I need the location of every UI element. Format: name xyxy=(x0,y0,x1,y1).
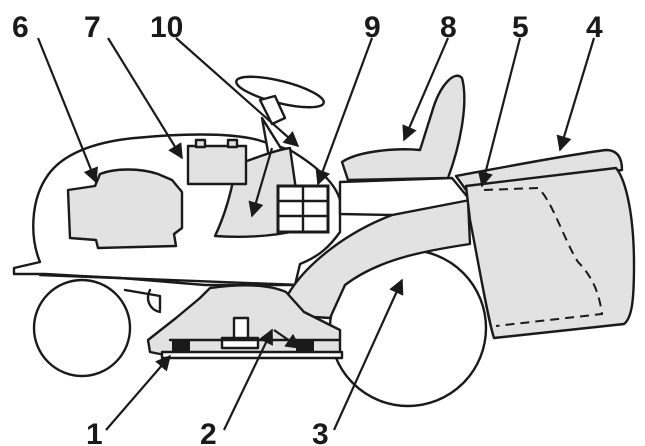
leader-3 xyxy=(332,278,404,431)
callout-2: 2 xyxy=(200,418,217,446)
leader-5 xyxy=(477,37,522,188)
callout-10: 10 xyxy=(150,11,183,44)
leader-10b xyxy=(248,147,274,218)
callout-4: 4 xyxy=(586,11,603,44)
leader-4 xyxy=(556,37,596,152)
leader-9 xyxy=(315,37,374,186)
deck-spindle xyxy=(232,316,250,342)
deck-blade-base xyxy=(220,336,260,350)
callout-1: 1 xyxy=(86,418,103,446)
frame xyxy=(38,273,302,314)
callout-9: 9 xyxy=(364,11,381,44)
leader-10 xyxy=(175,37,300,148)
battery-terminal-left xyxy=(194,138,207,149)
deck-plate xyxy=(160,350,344,360)
seat-base xyxy=(338,176,472,217)
battery xyxy=(186,144,248,186)
callout-5: 5 xyxy=(512,11,529,44)
grass-bag xyxy=(464,166,636,340)
bagger-top xyxy=(454,148,624,192)
callout-6: 6 xyxy=(12,11,29,44)
leader-1 xyxy=(105,354,172,431)
callout-8: 8 xyxy=(440,11,457,44)
callout-3: 3 xyxy=(312,418,329,446)
callout-7: 7 xyxy=(84,11,101,44)
deck-blade-left xyxy=(172,341,190,351)
bag-filter-dashed xyxy=(483,186,604,327)
leader-7 xyxy=(107,37,183,160)
engine xyxy=(66,168,184,250)
leader-2 xyxy=(223,328,273,431)
battery-terminal-right xyxy=(226,138,239,149)
leader-6 xyxy=(36,37,98,184)
leader-2b xyxy=(273,329,302,349)
deck-blade-right xyxy=(296,341,314,351)
fuse-box-grid xyxy=(276,184,330,234)
leader-8 xyxy=(402,37,450,142)
seat xyxy=(340,74,466,182)
discharge-chute xyxy=(283,198,472,320)
front-wheel xyxy=(32,278,132,378)
